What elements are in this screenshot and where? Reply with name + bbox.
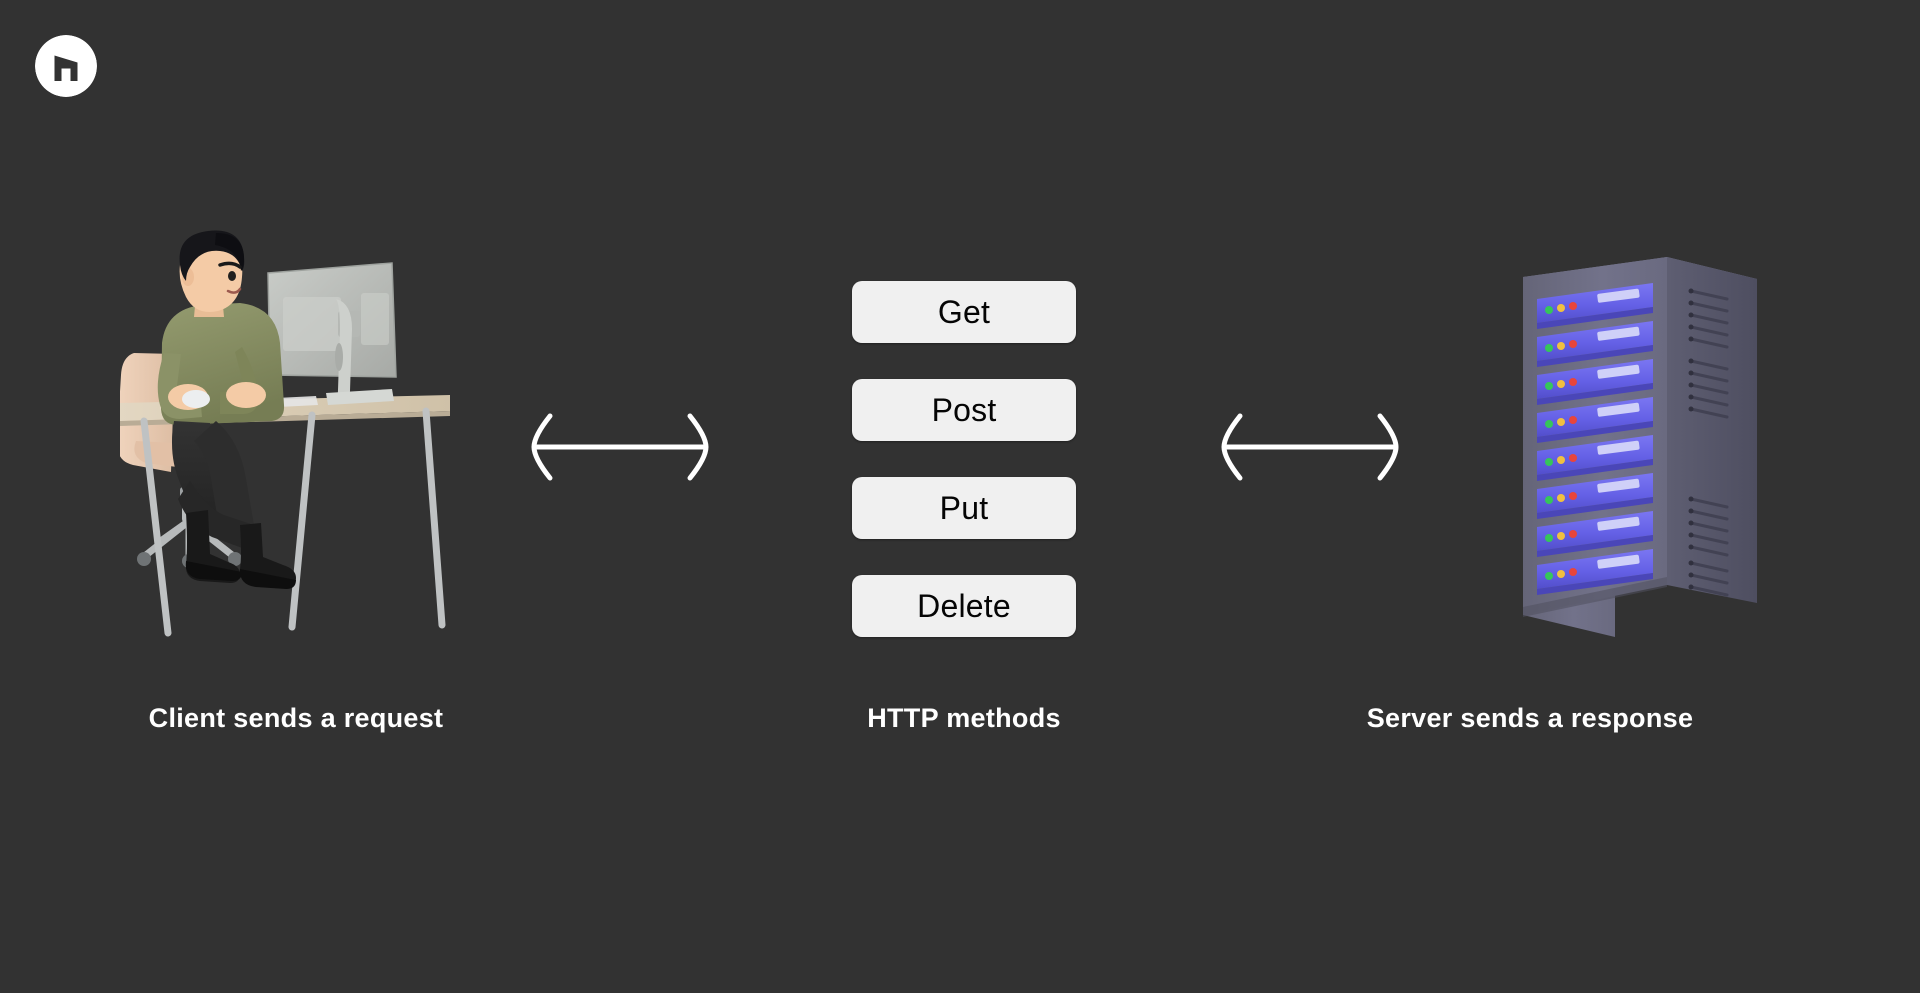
caption-server: Server sends a response (1366, 703, 1694, 733)
http-methods-list: Get Post Put Delete (852, 281, 1076, 637)
arrow-methods-to-server (1210, 412, 1410, 482)
http-method-put[interactable]: Put (852, 477, 1076, 539)
company-logo[interactable] (35, 35, 97, 97)
server-illustration (1515, 255, 1765, 655)
arrow-client-to-methods (520, 412, 720, 482)
http-method-get[interactable]: Get (852, 281, 1076, 343)
caption-http-methods: HTTP methods (867, 703, 1061, 733)
caption-client: Client sends a request (148, 703, 444, 733)
http-method-delete[interactable]: Delete (852, 575, 1076, 637)
http-method-post[interactable]: Post (852, 379, 1076, 441)
client-illustration (116, 225, 490, 645)
